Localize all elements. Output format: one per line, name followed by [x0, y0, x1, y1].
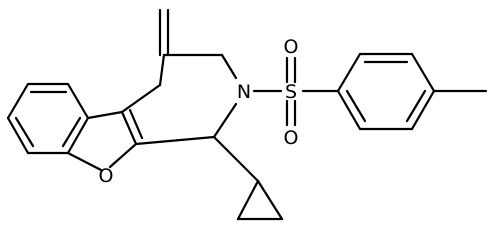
- atom-label-nitrogen: N: [237, 81, 251, 103]
- chemical-structure: O N S O O: [6, 8, 488, 221]
- atom-label-sulfur: S: [285, 81, 297, 103]
- methylene-group: [158, 8, 170, 57]
- sulfonyl-group: [252, 56, 340, 127]
- furan-ring: [66, 108, 144, 172]
- cyclopropyl-group: [212, 135, 284, 221]
- pyridine-ring: [120, 53, 238, 146]
- atom-label-oxygen-ring: O: [99, 165, 114, 187]
- tolyl-ring: [336, 52, 488, 131]
- atom-labels: O N S O O: [99, 36, 299, 187]
- benzene-ring: [6, 82, 90, 155]
- structure-canvas: O N S O O: [6, 8, 488, 221]
- atom-label-oxygen-sulfonyl-bottom: O: [284, 127, 299, 149]
- atom-label-oxygen-sulfonyl-top: O: [284, 36, 299, 58]
